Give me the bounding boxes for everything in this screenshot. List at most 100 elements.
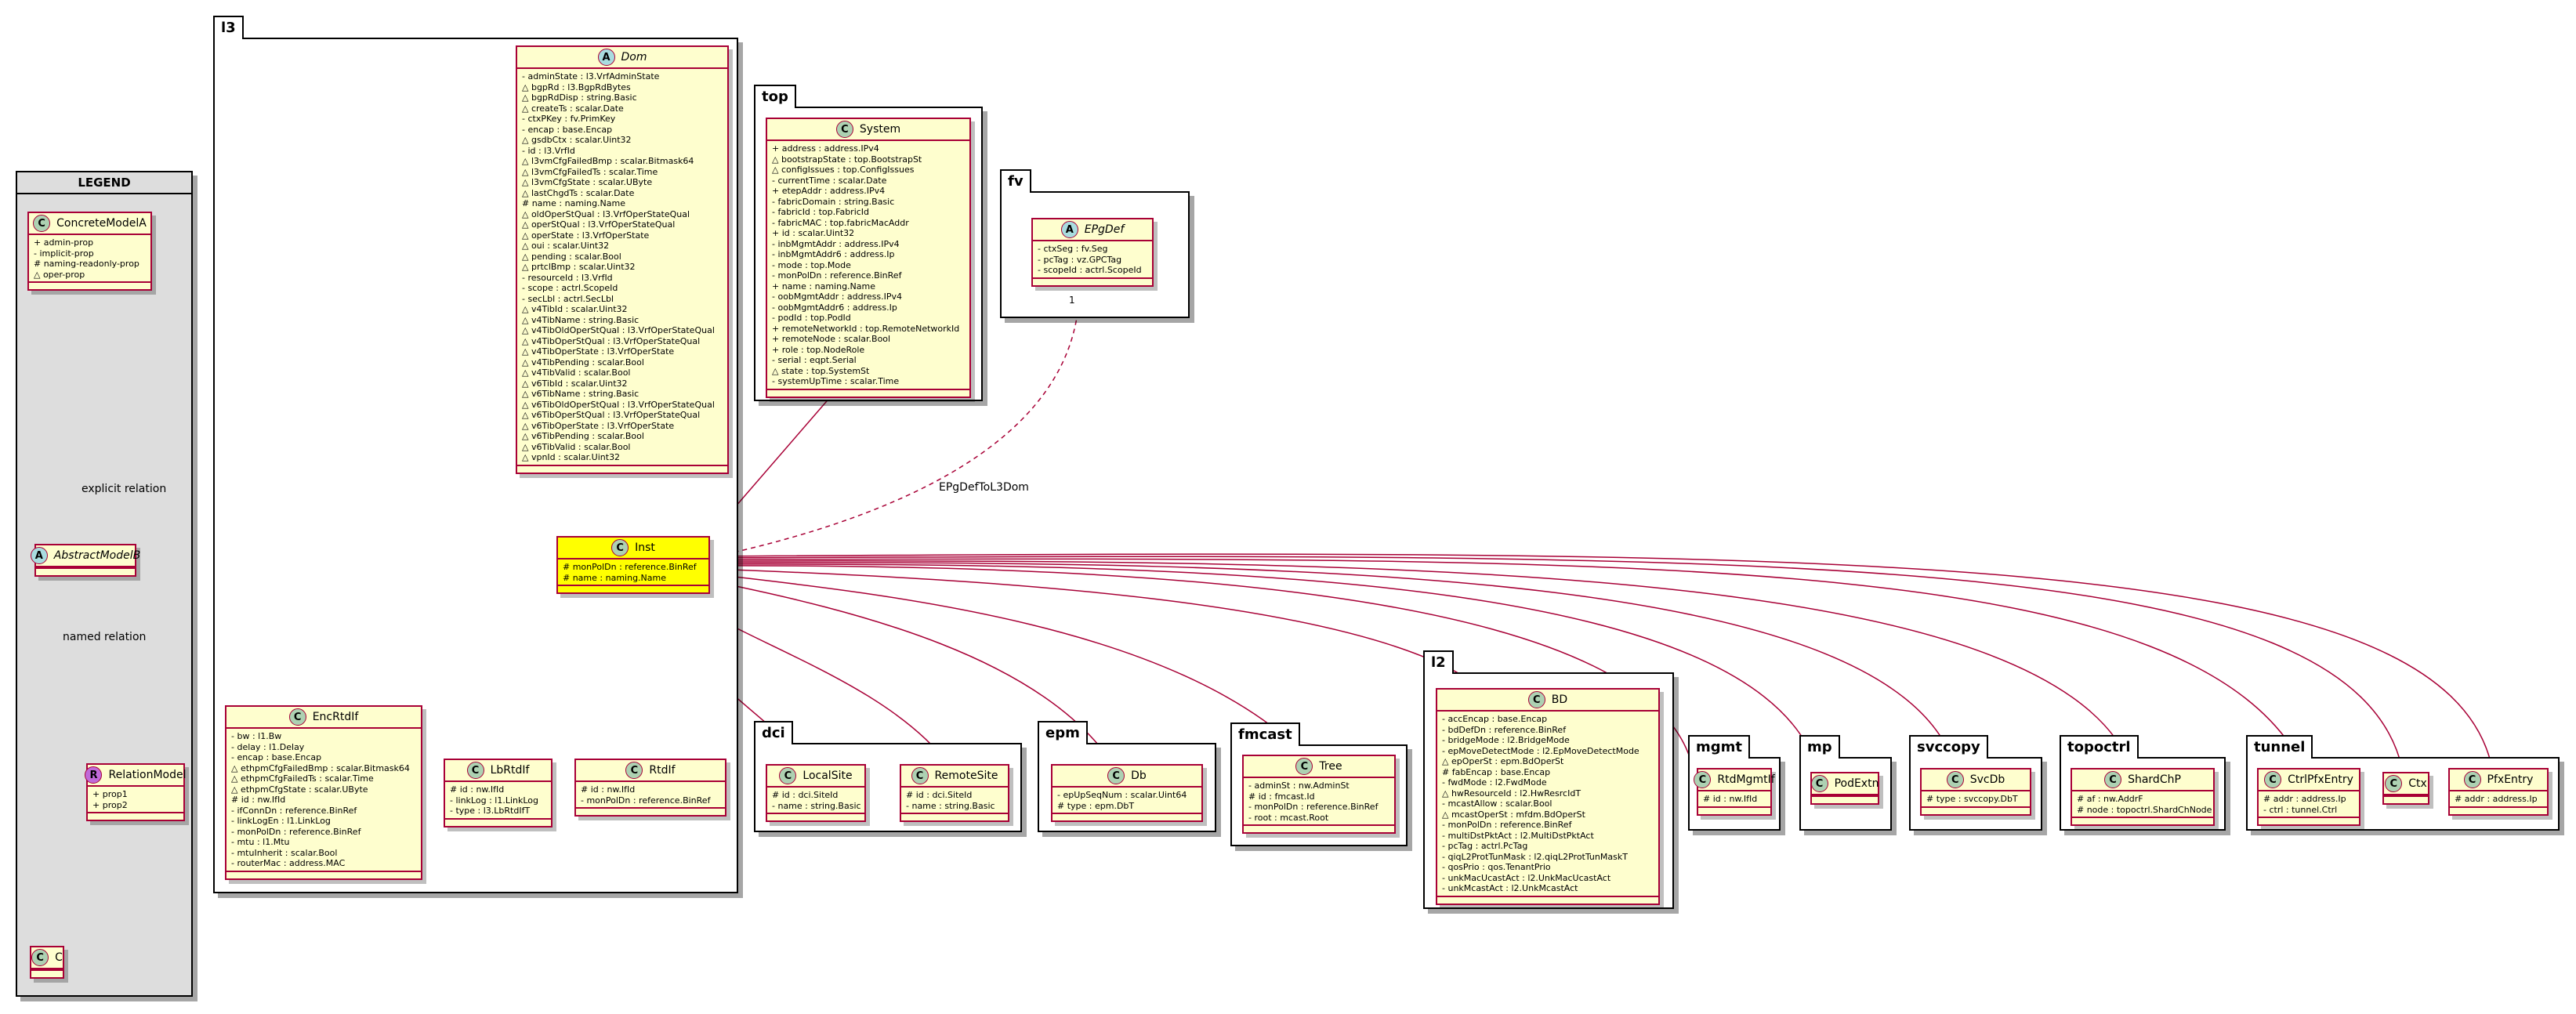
class-attributes: # id : nw.IfId xyxy=(1698,791,1770,806)
class-attribute: - mtu : l1.Mtu xyxy=(231,837,290,847)
class-attribute: △ v6TibOperState : l3.VrfOperState xyxy=(522,420,675,431)
class-attribute: - multiDstPktAct : l2.MultiDstPktAct xyxy=(1442,830,1594,841)
class-attributes: # af : nw.AddrF# node : topoctrl.ShardCh… xyxy=(2072,791,2213,817)
class-attribute: - qiqL2ProtTunMask : l2.qiqL2ProtTunMask… xyxy=(1442,851,1628,862)
class-stereotype-icon: C xyxy=(779,767,797,784)
class-name: CtrlPfxEntry xyxy=(2288,773,2353,786)
class-attributes: # id : dci.SiteId- name : string.Basic xyxy=(901,788,1008,813)
class-attribute: - bw : l1.Bw xyxy=(231,731,282,741)
class-attribute: + remoteNetworkId : top.RemoteNetworkId xyxy=(772,323,960,334)
class-attribute: - epUpSeqNum : scalar.Uint64 xyxy=(1057,790,1187,800)
package-tab: fv xyxy=(1000,169,1031,193)
class-attributes: - ctxSeg : fv.Seg- pcTag : vz.GPCTag- sc… xyxy=(1033,241,1152,277)
class-stereotype-icon: R xyxy=(85,766,103,784)
class-stereotype-icon: C xyxy=(1107,767,1125,784)
class-name: RtdMgmtIf xyxy=(1717,773,1775,786)
edge-inst-ctx xyxy=(708,556,2403,769)
class-name: System xyxy=(859,123,901,136)
class-attribute: △ v6TibValid : scalar.Bool xyxy=(522,441,631,452)
package-tab: svccopy xyxy=(1909,735,1988,759)
class-name: Ctx xyxy=(2408,777,2427,790)
class-attributes: - adminState : l3.VrfAdminState△ bgpRd :… xyxy=(517,69,727,465)
class-attribute: △ v6TibId : scalar.Uint32 xyxy=(522,378,628,389)
class-attribute: △ state : top.SystemSt xyxy=(772,365,870,376)
class-attribute: - adminState : l3.VrfAdminState xyxy=(522,71,660,81)
package-tab: mgmt xyxy=(1688,735,1751,759)
class-attribute: - name : string.Basic xyxy=(772,800,861,811)
legend-title: LEGEND xyxy=(17,172,191,194)
class-attribute: - monPolDn : reference.BinRef xyxy=(772,270,902,281)
class-name: C xyxy=(55,951,63,964)
edge-inst-shardchp xyxy=(708,560,2132,769)
class-attribute: △ v4TibId : scalar.Uint32 xyxy=(522,304,628,314)
class-attribute: - pcTag : actrl.PcTag xyxy=(1442,841,1528,851)
class-attribute: # name : naming.Name xyxy=(563,572,666,583)
class-attribute: △ v4TibOperState : l3.VrfOperState xyxy=(522,346,675,357)
class-shardchp[interactable]: C ShardChP # af : nw.AddrF# node : topoct… xyxy=(2071,768,2215,826)
class-name: EPgDef xyxy=(1084,223,1125,236)
class-stereotype-icon: A xyxy=(597,49,615,66)
class-name: ConcreteModelA xyxy=(56,217,147,230)
class-attribute: - pcTag : vz.GPCTag xyxy=(1038,254,1122,265)
class-attribute: △ pending : scalar.Bool xyxy=(522,251,621,262)
class-attribute: - ctxSeg : fv.Seg xyxy=(1038,244,1108,254)
class-attribute: - encap : base.Encap xyxy=(522,124,613,135)
package-tab: topoctrl xyxy=(2060,735,2139,759)
class-attribute: # type : epm.DbT xyxy=(1057,800,1135,811)
class-attributes: + address : address.IPv4△ bootstrapState… xyxy=(767,141,969,389)
class-attribute: # id : fmcast.Id xyxy=(1248,791,1315,802)
class-attribute: - secLbl : actrl.SecLbl xyxy=(522,293,614,304)
class-attribute: - fabricId : top.FabricId xyxy=(772,207,870,217)
class-attribute: - root : mcast.Root xyxy=(1248,812,1329,823)
class-name: LbRtdIf xyxy=(490,764,530,777)
package-tab: l2 xyxy=(1423,650,1454,674)
class-attribute: # type : svccopy.DbT xyxy=(1926,794,2018,804)
class-attribute: # id : nw.IfId xyxy=(231,795,286,805)
class-attribute: - linkLogEn : l1.LinkLog xyxy=(231,816,331,826)
class-attribute: # af : nw.AddrF xyxy=(2077,794,2143,804)
class-stereotype-icon: C xyxy=(2104,771,2122,788)
class-attribute: # id : dci.SiteId xyxy=(906,790,973,800)
class-attribute: # node : topoctrl.ShardChNode xyxy=(2077,804,2212,815)
edge-inst-podextn xyxy=(708,563,1819,773)
class-attribute: - fwdMode : l2.FwdMode xyxy=(1442,777,1547,788)
class-attribute: △ gsdbCtx : scalar.Uint32 xyxy=(522,135,632,145)
class-attribute: - unkMacUcastAct : l2.UnkMacUcastAct xyxy=(1442,872,1611,883)
class-attribute: △ operState : l3.VrfOperState xyxy=(522,230,650,241)
class-attributes: # id : dci.SiteId- name : string.Basic xyxy=(767,788,864,813)
class-attribute: △ v4TibValid : scalar.Bool xyxy=(522,368,631,378)
class-name: PodExtn xyxy=(1834,777,1879,790)
class-attribute: - implicit-prop xyxy=(34,248,94,259)
class-attribute: - scopeId : actrl.ScopeId xyxy=(1038,265,1142,275)
class-attributes: - bw : l1.Bw- delay : l1.Delay- encap : … xyxy=(226,729,421,871)
class-name: ShardChP xyxy=(2128,773,2181,786)
class-attribute: △ v6TibOperStQual : l3.VrfOperStateQual xyxy=(522,410,701,420)
class-attributes: # monPolDn : reference.BinRef# name : na… xyxy=(558,560,708,585)
class-attributes: - epUpSeqNum : scalar.Uint64# type : epm… xyxy=(1053,788,1201,813)
class-attribute: △ v4TibOperStQual : l3.VrfOperStateQual xyxy=(522,335,701,346)
package-tab: epm xyxy=(1038,721,1088,744)
class-attributes: # id : nw.IfId- monPolDn : reference.Bin… xyxy=(576,782,725,807)
